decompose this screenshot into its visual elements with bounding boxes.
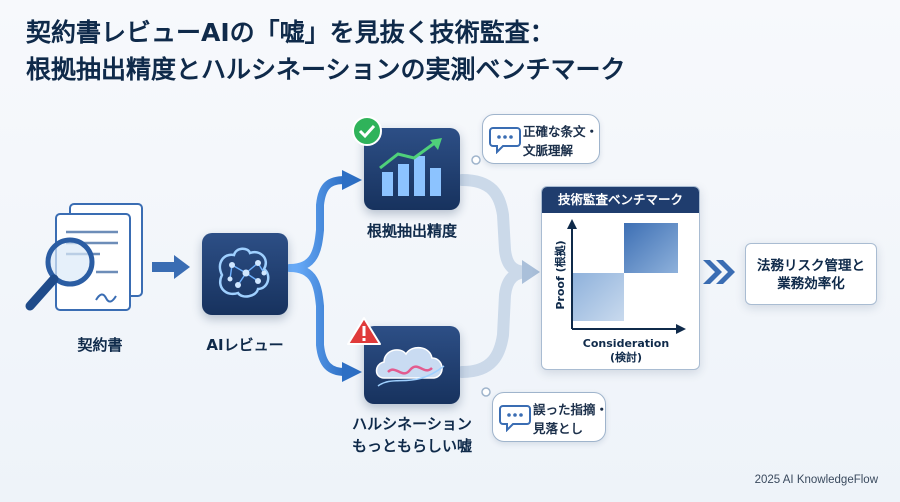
cloud-wave-icon [375,346,445,387]
output-line-2: 業務効率化 [777,276,845,292]
hallucination-label-line-2: もっともらしい嘘 [351,437,472,455]
y-axis-label: Proof (根拠) [553,240,567,309]
ai-review-tile [202,233,288,315]
arrow-to-hallucination [342,362,362,382]
hallucination-tile [364,326,460,404]
callout-error: 誤った指摘・ 見落とし [492,392,609,442]
output-line-1: 法務リスク管理と [757,258,865,274]
callout-correct: 正確な条文・ 文脈理解 [482,114,600,164]
callout-correct-line-1: 正確な条文・ [523,124,599,139]
title-line-1: 契約書レビューAIの「嘘」を見抜く技術監査： [26,18,555,47]
fork-connector [286,176,349,376]
contract-label: 契約書 [77,336,123,354]
benchmark-panel: 技術監査ベンチマーク Proof (根拠) Consideration (検討) [541,186,700,370]
extraction-accuracy-tile [364,128,460,210]
callout-error-line-2: 見落とし [533,421,584,436]
chat-bubble-icon [489,127,521,154]
page-title: 契約書レビューAIの「嘘」を見抜く技術監査： 根拠抽出精度とハルシネーションの実… [26,14,886,88]
bar-chart-icon [379,138,442,196]
hallucination-label-line-1: ハルシネーション [352,415,472,433]
x-axis-label-line-2: (検討) [610,350,642,364]
title-line-2: 根拠抽出精度とハルシネーションの実測ベンチマーク [26,55,626,84]
callout-error-line-1: 誤った指摘・ [533,402,609,417]
arrow-to-extraction [342,170,362,190]
extraction-accuracy-label: 根拠抽出精度 [366,222,457,240]
x-axis-label-line-1: Consideration [583,337,669,350]
chat-bubble-icon [499,405,531,432]
arrow-benchmark-to-output [703,260,735,284]
arrow-contract-to-ai [152,255,190,279]
callout-correct-line-2: 文脈理解 [523,143,574,158]
quadrant-top-right [624,223,678,273]
credit-text: 2025 AI KnowledgeFlow [754,474,878,486]
ai-review-label: AIレビュー [206,336,284,354]
x-axis-arrow [676,324,686,334]
quadrant-bottom-left [572,273,624,321]
output-box: 法務リスク管理と 業務効率化 [745,243,877,305]
hallucination-label: ハルシネーション もっともらしい嘘 [340,413,484,457]
arrow-to-benchmark [522,260,540,284]
merge-connector [456,174,534,378]
benchmark-title: 技術監査ベンチマーク [542,187,699,213]
y-axis-arrow [567,219,577,229]
brain-network-icon [218,247,270,298]
benchmark-quadrant-chart: Proof (根拠) Consideration (検討) [553,219,686,364]
